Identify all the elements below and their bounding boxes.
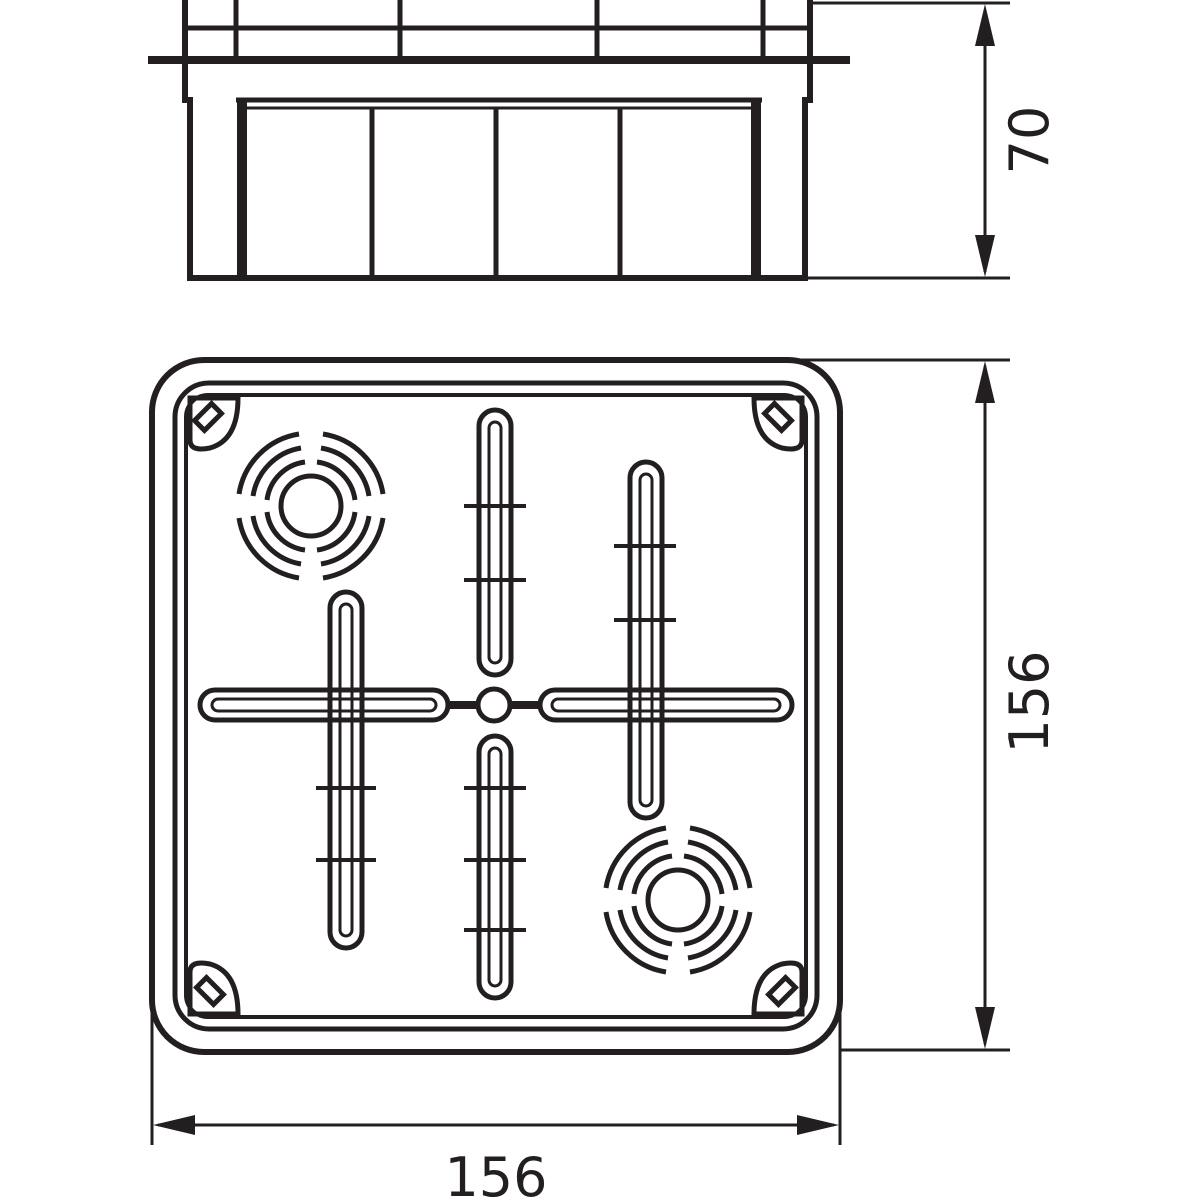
slot-horizontal-right — [537, 687, 795, 723]
box-outer-rim — [149, 357, 843, 1055]
slot-vertical-left — [316, 589, 376, 951]
dimension-depth: 156 — [800, 358, 1061, 1052]
dimension-width: 156 — [150, 1000, 842, 1200]
slot-vertical-right — [614, 459, 676, 821]
arrow-head — [975, 4, 995, 46]
box-inner-rim — [172, 380, 820, 1032]
center-hub — [448, 686, 540, 724]
arrow-head — [975, 361, 995, 403]
dimension-label-width: 156 — [444, 1146, 547, 1200]
knockout-top-left — [236, 431, 386, 581]
dimension-label-depth: 156 — [998, 650, 1061, 753]
corner-post — [187, 960, 241, 1017]
knockout-bottom-right — [603, 825, 753, 975]
side-view — [148, 0, 850, 281]
arrow-head — [797, 1115, 839, 1135]
slot-vertical-bottom-center — [464, 733, 526, 1001]
corner-post — [751, 395, 805, 452]
arrow-head — [975, 235, 995, 277]
dimension-height: 70 — [805, 1, 1061, 280]
box-floor-edge — [184, 393, 808, 1019]
top-view — [149, 357, 843, 1055]
corner-post — [187, 395, 241, 452]
corner-post — [751, 960, 805, 1017]
arrow-head — [153, 1115, 195, 1135]
dimension-label-height: 70 — [998, 106, 1061, 175]
slot-vertical-top-center — [464, 407, 526, 678]
arrow-head — [975, 1007, 995, 1049]
slot-horizontal-left — [197, 687, 451, 723]
